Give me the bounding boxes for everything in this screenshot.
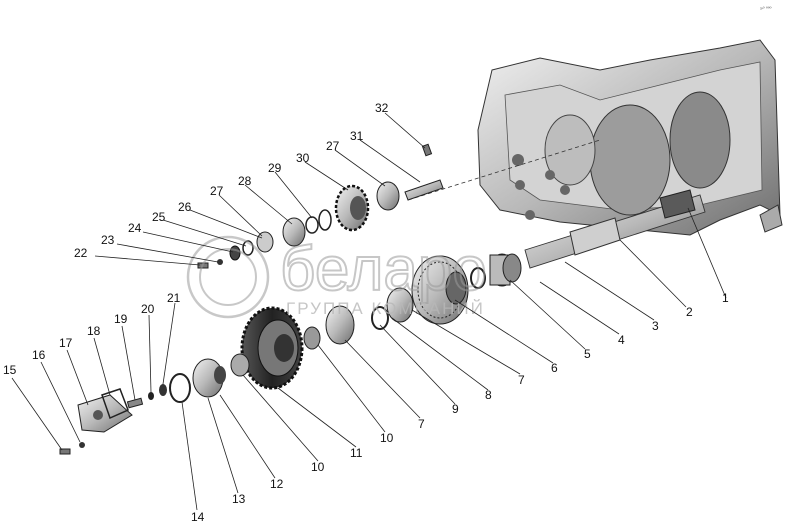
part-label-3: 3	[652, 319, 659, 333]
watermark: беларо ГРУППА КОМПАНИЙ	[186, 234, 488, 319]
part-label-24: 24	[128, 221, 142, 235]
part-label-14: 14	[191, 510, 205, 524]
washer-part-16	[79, 442, 85, 448]
washer-part-20	[148, 392, 154, 400]
part-label-16: 16	[32, 348, 46, 362]
cover-part-17	[77, 394, 133, 433]
part-label-20: 20	[141, 302, 155, 316]
plug-part-32	[421, 143, 433, 157]
part-label-22: 22	[74, 246, 88, 260]
part-label-21: 21	[167, 291, 181, 305]
bushing-part-5	[489, 253, 522, 287]
washer-part-23	[217, 259, 223, 265]
part-label-11: 11	[350, 446, 363, 460]
part-label-13: 13	[232, 492, 246, 506]
ring-part-29b	[318, 209, 332, 231]
gearbox-housing	[477, 39, 783, 236]
part-label-25: 25	[152, 210, 166, 224]
main-shaft	[407, 139, 706, 269]
watermark-brand: беларо	[280, 235, 487, 304]
ring-part-14	[169, 373, 191, 403]
part-label-10b: 10	[311, 460, 325, 474]
ring-part-9	[371, 306, 389, 330]
part-label-7b: 7	[418, 417, 425, 431]
corner-code: »º ººº	[760, 6, 772, 12]
part-label-26: 26	[178, 200, 192, 214]
nut-part-21	[159, 384, 167, 396]
nut-part-24	[229, 245, 241, 261]
part-label-8: 8	[485, 388, 492, 402]
small-gear-part-30	[334, 184, 370, 232]
pin-part-31	[404, 179, 444, 201]
part-label-12: 12	[270, 477, 284, 491]
bolt-part-15	[59, 448, 71, 455]
part-labels: 1 2 3 4 5 6 7 8 9 7 10 11 10 12 13 14 15…	[3, 101, 729, 524]
bushing-part-27	[256, 231, 274, 253]
part-label-29: 29	[268, 161, 282, 175]
part-label-32: 32	[375, 101, 389, 115]
bushing-part-10	[303, 326, 321, 350]
part-label-31: 31	[350, 129, 364, 143]
part-label-5: 5	[584, 347, 591, 361]
bearing-part-28	[282, 217, 306, 247]
part-label-30: 30	[296, 151, 310, 165]
leader-lines	[11, 112, 727, 511]
bearing-part-27b	[376, 181, 400, 211]
part-label-6: 6	[551, 361, 558, 375]
part-label-7: 7	[518, 373, 525, 387]
part-label-18: 18	[87, 324, 101, 338]
part-label-10: 10	[380, 431, 394, 445]
bolt-part-19	[126, 397, 144, 409]
bushing-part-10b	[230, 353, 250, 377]
part-label-27: 27	[210, 184, 224, 198]
part-label-1: 1	[722, 291, 729, 305]
gasket-part-18	[101, 388, 129, 420]
part-label-4: 4	[618, 333, 625, 347]
part-label-23: 23	[101, 233, 115, 247]
gear-part-6	[411, 255, 469, 325]
bearing-part-7	[325, 305, 355, 345]
ring-part-4	[470, 267, 486, 289]
part-label-28: 28	[238, 174, 252, 188]
part-label-17: 17	[59, 336, 73, 350]
part-label-9: 9	[452, 402, 459, 416]
part-label-19: 19	[114, 312, 128, 326]
part-label-27b: 27	[326, 139, 340, 153]
part-label-15: 15	[3, 363, 17, 377]
ring-part-29	[305, 216, 319, 234]
part-label-2: 2	[686, 305, 693, 319]
bearing-part-8	[386, 287, 414, 323]
large-gear-part-11	[240, 306, 304, 390]
watermark-tagline: ГРУППА КОМПАНИЙ	[286, 299, 485, 318]
